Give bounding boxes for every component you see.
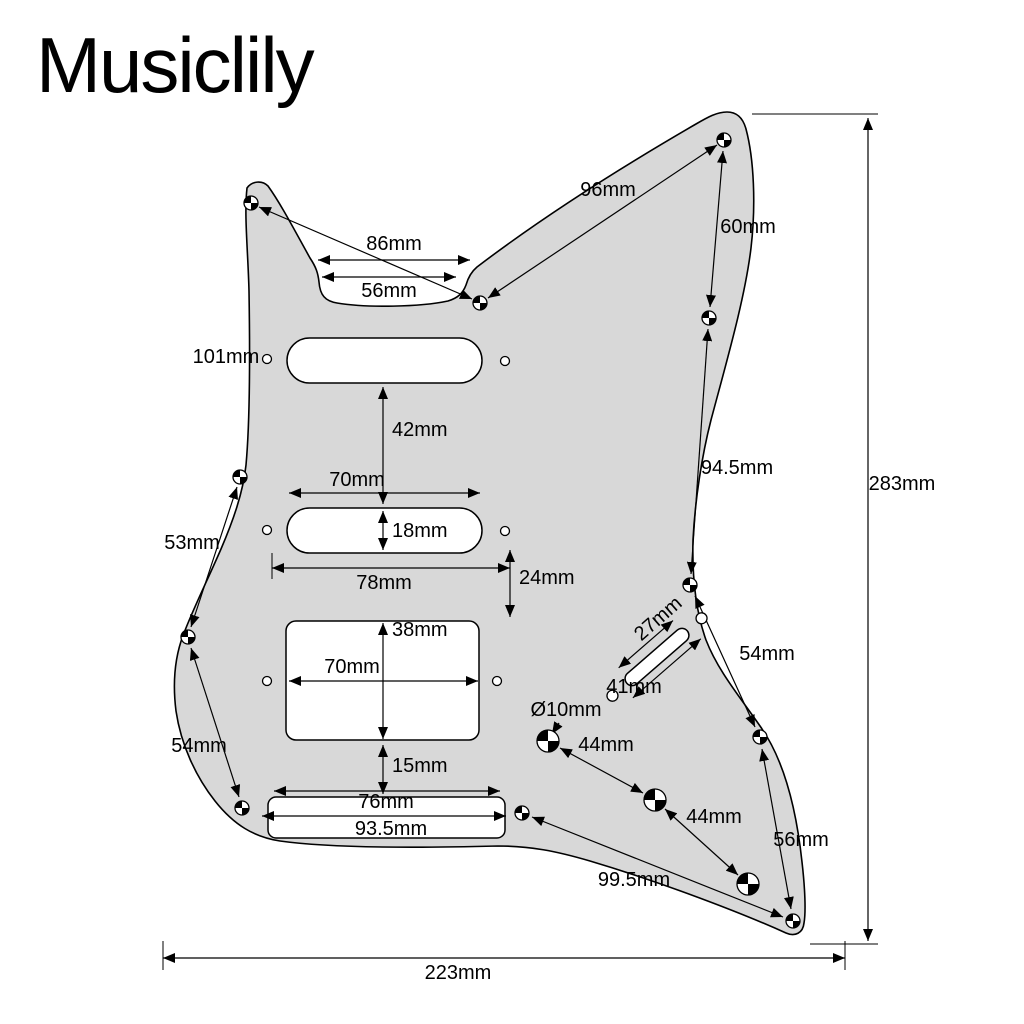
dim-label-86: 86mm (366, 233, 422, 255)
dim-label-96: 96mm (580, 179, 636, 201)
dim-label-dia10: Ø10mm (530, 699, 601, 721)
dim-line-54-left (189, 647, 241, 798)
screw-hole (243, 195, 259, 211)
dim-label-70-middle: 70mm (329, 469, 385, 491)
middle-pickup-cutout (286, 507, 483, 554)
dimension-lines (162, 113, 878, 970)
dim-label-76: 76mm (358, 791, 414, 813)
dim-line-94-5 (686, 328, 713, 575)
screw-hole (234, 800, 250, 816)
pickup-screw-hole (261, 524, 273, 536)
screw-hole (682, 577, 698, 593)
dimension-labels: 96mm 86mm 56mm 60mm 101mm 42mm 70mm 18mm… (164, 179, 935, 984)
dim-line-99-5 (531, 816, 784, 918)
screw-hole (752, 729, 768, 745)
dim-label-223: 223mm (425, 962, 492, 984)
dim-label-93-5: 93.5mm (355, 818, 427, 840)
screw-hole (701, 310, 717, 326)
dim-label-24: 24mm (519, 567, 575, 589)
dim-label-78: 78mm (356, 572, 412, 594)
pot-hole (536, 729, 560, 753)
dim-label-44-upper: 44mm (578, 734, 634, 756)
dim-label-44-lower: 44mm (686, 806, 742, 828)
neck-pickup-cutout (286, 337, 483, 384)
dim-line-96 (487, 144, 718, 299)
switch-screw-hole (606, 689, 619, 702)
pickup-screw-hole (499, 525, 511, 537)
switch-screw-hole (695, 612, 708, 625)
dim-line-44-upper (559, 747, 644, 794)
screw-hole (472, 295, 488, 311)
dim-line-horn-diagonal (258, 206, 473, 300)
dim-label-56-bottom: 56mm (773, 829, 829, 851)
screw-hole (514, 805, 530, 821)
dim-label-70-humbucker: 70mm (324, 656, 380, 678)
dim-label-101: 101mm (193, 346, 260, 368)
dim-label-99-5: 99.5mm (598, 869, 670, 891)
dim-label-41: 41mm (606, 676, 662, 698)
dim-label-283: 283mm (869, 473, 936, 495)
dim-label-60: 60mm (720, 216, 776, 238)
dim-label-94-5: 94.5mm (701, 457, 773, 479)
pot-hole (736, 872, 760, 896)
pickup-screw-hole (261, 353, 273, 365)
pickup-screw-hole (499, 355, 511, 367)
brand-logo: Musiclily (36, 21, 315, 109)
screw-hole (232, 469, 248, 485)
dim-label-56-pocket: 56mm (361, 280, 417, 302)
screw-hole (180, 629, 196, 645)
dim-label-54-right: 54mm (739, 643, 795, 665)
dim-line-41 (632, 638, 702, 699)
dim-line-60 (706, 150, 727, 308)
pot-hole (643, 788, 667, 812)
pickup-screw-hole (491, 675, 503, 687)
dim-label-42: 42mm (392, 419, 448, 441)
dim-label-54-left: 54mm (171, 735, 227, 757)
dim-label-38: 38mm (392, 619, 448, 641)
dim-label-53: 53mm (164, 532, 220, 554)
pickup-screw-hole (261, 675, 273, 687)
screw-hole (785, 913, 801, 929)
dim-label-18: 18mm (392, 520, 448, 542)
dim-label-15: 15mm (392, 755, 448, 777)
screw-hole (716, 132, 732, 148)
dim-line-53 (189, 486, 239, 628)
